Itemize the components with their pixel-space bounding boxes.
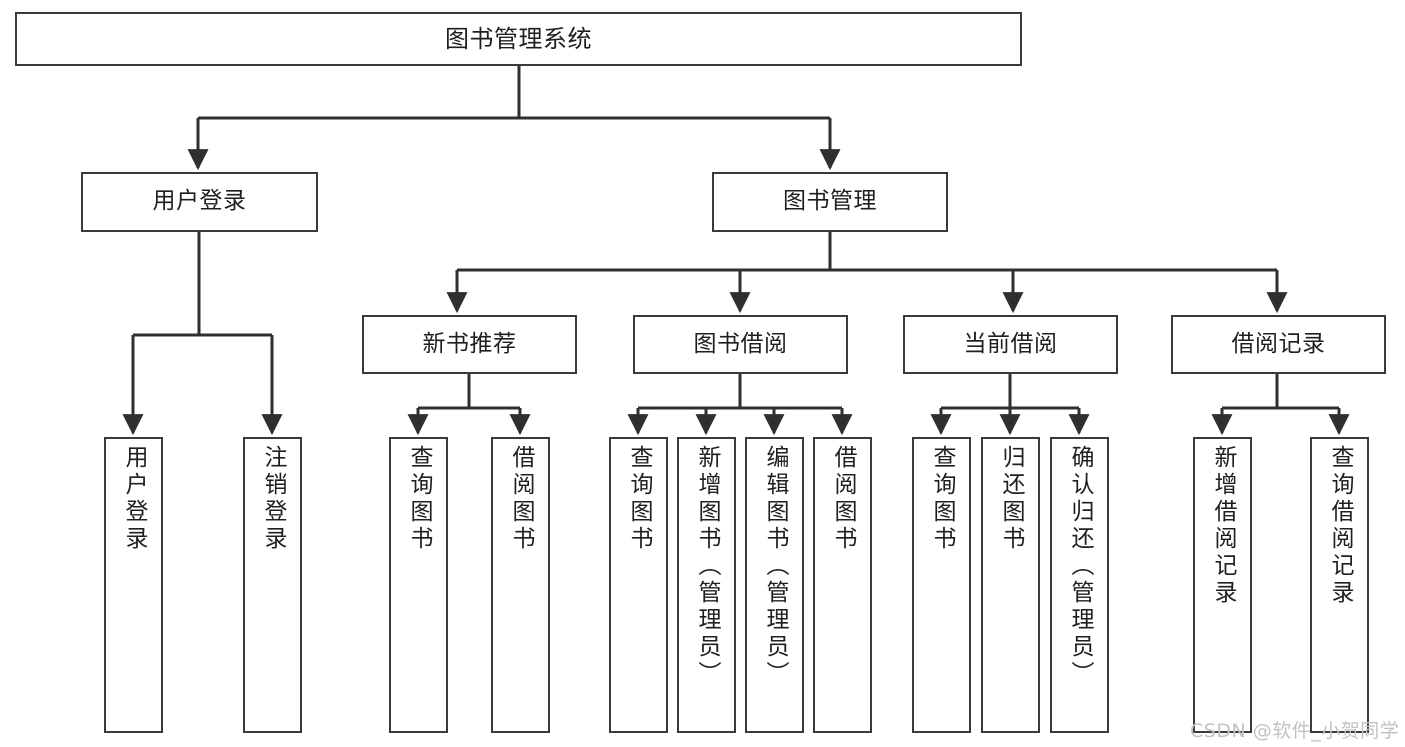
node-book-borrow-label: 图书借阅 (693, 330, 788, 357)
node-leaf-user-login-label: 用户登录 (121, 445, 147, 553)
node-user-login[interactable]: 用户登录 (81, 172, 318, 232)
node-new-book-recommend[interactable]: 新书推荐 (362, 315, 577, 374)
node-leaf-query-book-3-label: 查询图书 (929, 445, 955, 553)
node-leaf-add-book-admin[interactable]: 新增图书（管理员） (677, 437, 736, 733)
node-current-borrow-label: 当前借阅 (963, 330, 1058, 357)
node-book-manage[interactable]: 图书管理 (712, 172, 948, 232)
node-leaf-logout-login-label: 注销登录 (260, 445, 286, 553)
node-leaf-borrow-book-1-label: 借阅图书 (508, 445, 534, 553)
node-leaf-query-book-1-label: 查询图书 (406, 445, 432, 553)
node-leaf-add-borrow-record[interactable]: 新增借阅记录 (1193, 437, 1252, 733)
node-current-borrow[interactable]: 当前借阅 (903, 315, 1118, 374)
node-leaf-query-borrow-record-label: 查询借阅记录 (1327, 445, 1353, 607)
node-new-book-recommend-label: 新书推荐 (422, 330, 517, 357)
node-root[interactable]: 图书管理系统 (15, 12, 1022, 66)
node-leaf-confirm-return-admin[interactable]: 确认归还（管理员） (1050, 437, 1109, 733)
node-leaf-return-book[interactable]: 归还图书 (981, 437, 1040, 733)
node-leaf-query-book-1[interactable]: 查询图书 (389, 437, 448, 733)
node-leaf-return-book-label: 归还图书 (998, 445, 1024, 553)
node-leaf-add-borrow-record-label: 新增借阅记录 (1210, 445, 1236, 607)
csdn-watermark: CSDN @软件_小贺同学 (1190, 720, 1400, 742)
node-leaf-edit-book-admin-label: 编辑图书（管理员） (762, 445, 788, 688)
node-borrow-record[interactable]: 借阅记录 (1171, 315, 1386, 374)
node-book-borrow[interactable]: 图书借阅 (633, 315, 848, 374)
node-leaf-user-login[interactable]: 用户登录 (104, 437, 163, 733)
node-leaf-query-book-3[interactable]: 查询图书 (912, 437, 971, 733)
node-leaf-query-book-2[interactable]: 查询图书 (609, 437, 668, 733)
node-leaf-logout-login[interactable]: 注销登录 (243, 437, 302, 733)
node-borrow-record-label: 借阅记录 (1231, 330, 1326, 357)
node-leaf-add-book-admin-label: 新增图书（管理员） (694, 445, 720, 688)
node-leaf-edit-book-admin[interactable]: 编辑图书（管理员） (745, 437, 804, 733)
node-root-label: 图书管理系统 (445, 24, 592, 53)
node-book-manage-label: 图书管理 (783, 188, 877, 215)
node-leaf-query-borrow-record[interactable]: 查询借阅记录 (1310, 437, 1369, 733)
node-leaf-confirm-return-admin-label: 确认归还（管理员） (1067, 445, 1093, 688)
node-leaf-query-book-2-label: 查询图书 (626, 445, 652, 553)
node-leaf-borrow-book-1[interactable]: 借阅图书 (491, 437, 550, 733)
node-user-login-label: 用户登录 (152, 188, 247, 215)
node-leaf-borrow-book-2-label: 借阅图书 (830, 445, 856, 553)
node-leaf-borrow-book-2[interactable]: 借阅图书 (813, 437, 872, 733)
